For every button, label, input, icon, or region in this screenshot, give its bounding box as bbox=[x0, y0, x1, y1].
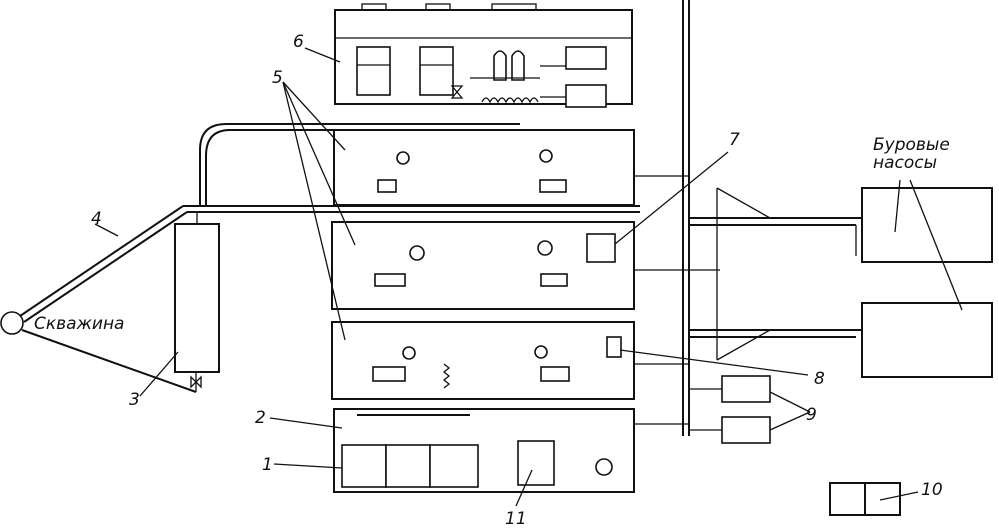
vertical-riser bbox=[682, 0, 690, 436]
tank-section-middle bbox=[331, 221, 635, 310]
drilling-pumps-label-line2: насосы bbox=[873, 153, 937, 173]
label-11: 11 bbox=[505, 509, 527, 529]
tank-section-upper bbox=[333, 129, 635, 206]
item-10 bbox=[829, 482, 901, 516]
well-label: Скважина bbox=[34, 314, 124, 334]
block-6 bbox=[334, 3, 633, 108]
label-1: 1 bbox=[262, 455, 273, 475]
label-9: 9 bbox=[806, 405, 817, 425]
drilling-pumps-label-line1: Буровые bbox=[873, 135, 950, 155]
label-3: 3 bbox=[129, 390, 140, 410]
unit-11 bbox=[517, 440, 613, 486]
tank-section-lower bbox=[331, 321, 635, 400]
pumps-9 bbox=[690, 375, 771, 444]
label-8: 8 bbox=[814, 369, 825, 389]
label-7: 7 bbox=[729, 130, 740, 150]
drilling-pump-1 bbox=[861, 187, 993, 263]
right-manifold-lines bbox=[634, 175, 862, 425]
block-1 bbox=[333, 408, 635, 493]
well bbox=[0, 311, 24, 335]
label-10: 10 bbox=[921, 480, 943, 500]
leader-lines bbox=[94, 47, 963, 507]
drilling-pump-2 bbox=[861, 302, 993, 378]
label-6: 6 bbox=[293, 32, 304, 52]
label-2: 2 bbox=[255, 408, 266, 428]
label-5: 5 bbox=[272, 68, 283, 88]
well-to-vessel-line bbox=[21, 329, 202, 393]
label-4: 4 bbox=[91, 209, 102, 229]
vessel-3 bbox=[174, 213, 220, 373]
